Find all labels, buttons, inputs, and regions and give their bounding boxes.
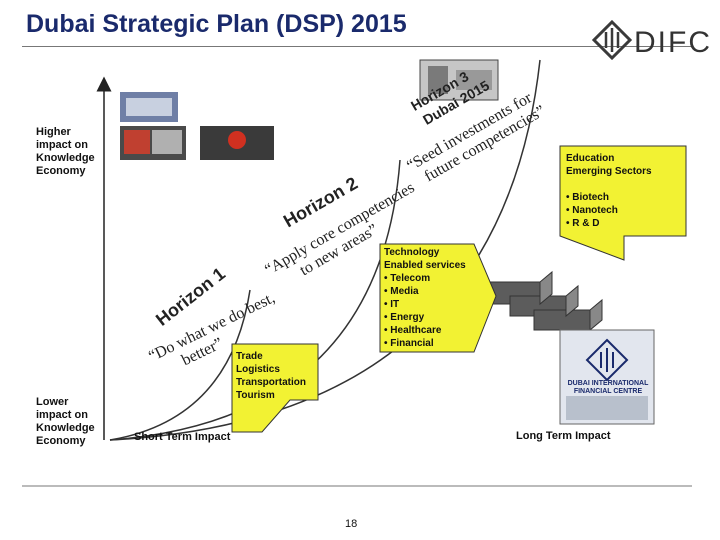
long-term-impact-label: Long Term Impact xyxy=(516,430,611,442)
trade-callout-box xyxy=(231,343,319,433)
staircase xyxy=(485,270,603,332)
difc-logo-text: DIFC xyxy=(634,26,712,59)
title-divider xyxy=(22,46,692,47)
page-title: Dubai Strategic Plan (DSP) 2015 xyxy=(26,10,407,38)
difc-logo-icon xyxy=(592,20,632,60)
short-term-impact-label: Short Term Impact xyxy=(134,431,231,443)
technology-callout-box xyxy=(379,243,497,353)
difc-building-caption: DUBAI INTERNATIONAL FINANCIAL CENTRE xyxy=(567,380,649,395)
horizon-1-curve xyxy=(109,289,251,441)
education-callout-box xyxy=(559,145,687,261)
page-number: 18 xyxy=(345,518,358,530)
